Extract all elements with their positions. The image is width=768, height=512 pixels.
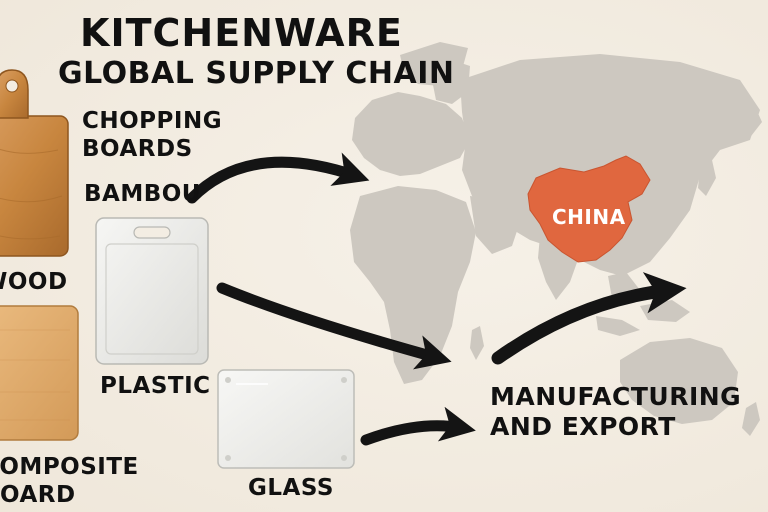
label-china: CHINA [552,205,626,229]
page-title: KITCHENWARE [80,11,403,55]
page-subtitle: GLOBAL SUPPLY CHAIN [58,56,455,91]
label-plastic: PLASTIC [100,373,211,399]
label-manufacturing-export: MANUFACTURING AND EXPORT [490,382,742,441]
arrow-glass-to-export [360,406,476,446]
arrow-export-to-world [491,272,687,365]
label-wood: WOOD [0,269,68,295]
plastic-board-icon [95,217,209,365]
label-bambou: BAMBOU [84,181,201,207]
china-region [527,155,651,263]
label-chopping-boards: CHOPPING BOARDS [82,108,223,162]
arrow-bambou-to-china [186,152,370,204]
wood-cutting-board-icon [0,69,69,257]
label-glass: GLASS [248,475,334,501]
arrow-plastic-to-africa [216,282,452,370]
glass-board-icon [217,369,355,469]
composite-board-icon [0,305,79,441]
